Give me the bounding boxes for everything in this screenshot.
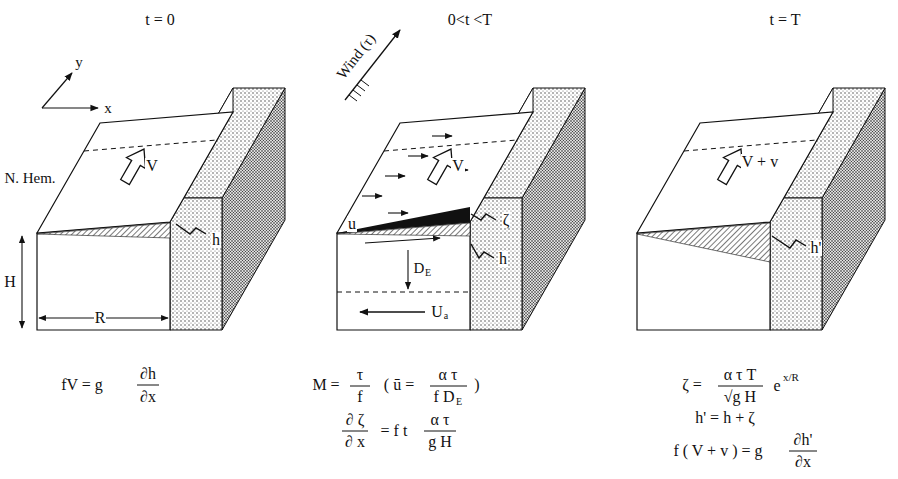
- label: u: [347, 216, 357, 232]
- label: R: [94, 310, 107, 326]
- label: = f t: [380, 423, 409, 439]
- label: E: [455, 397, 463, 407]
- label: t = 0: [144, 12, 175, 28]
- label: V: [145, 158, 159, 174]
- label: ∂ ζ: [345, 412, 366, 428]
- label: f D: [433, 389, 456, 405]
- label: ): [473, 377, 480, 393]
- label: f: [356, 389, 363, 405]
- label: U: [430, 304, 444, 320]
- label: h' = h + ζ: [694, 410, 756, 426]
- label: ζ =: [681, 377, 703, 393]
- label: M =: [311, 377, 340, 393]
- label: ∂ x: [344, 434, 366, 450]
- label: ζ: [502, 212, 511, 228]
- label: N. Hem.: [3, 171, 56, 186]
- label: y: [74, 55, 84, 70]
- label: ∂x: [139, 389, 157, 405]
- label: Wind (τ): [333, 30, 378, 82]
- label: √g H: [723, 389, 757, 405]
- label: ( ū =: [383, 377, 415, 393]
- label: e: [772, 378, 781, 394]
- label: a: [443, 311, 449, 321]
- label: τ: [356, 367, 364, 383]
- label: t = T: [769, 12, 802, 28]
- label: ∂x: [794, 454, 812, 470]
- label: h: [211, 232, 221, 248]
- label: fV = g: [60, 377, 104, 393]
- label: V + v: [741, 154, 779, 170]
- label: ∂h': [793, 432, 814, 448]
- label: α τ: [430, 412, 451, 428]
- label: x: [103, 101, 113, 116]
- label: α τ: [438, 367, 459, 383]
- label: g H: [427, 434, 453, 450]
- label: h': [810, 240, 823, 256]
- label: E: [424, 268, 432, 278]
- label: x/R: [782, 372, 800, 383]
- label: ∂h: [139, 366, 157, 382]
- label: H: [3, 274, 17, 290]
- label: 0<t <T: [447, 12, 493, 28]
- label: h: [498, 251, 508, 267]
- label: α τ T: [723, 367, 758, 383]
- label: V: [451, 158, 465, 174]
- label: f ( V + v ) = g: [672, 443, 763, 459]
